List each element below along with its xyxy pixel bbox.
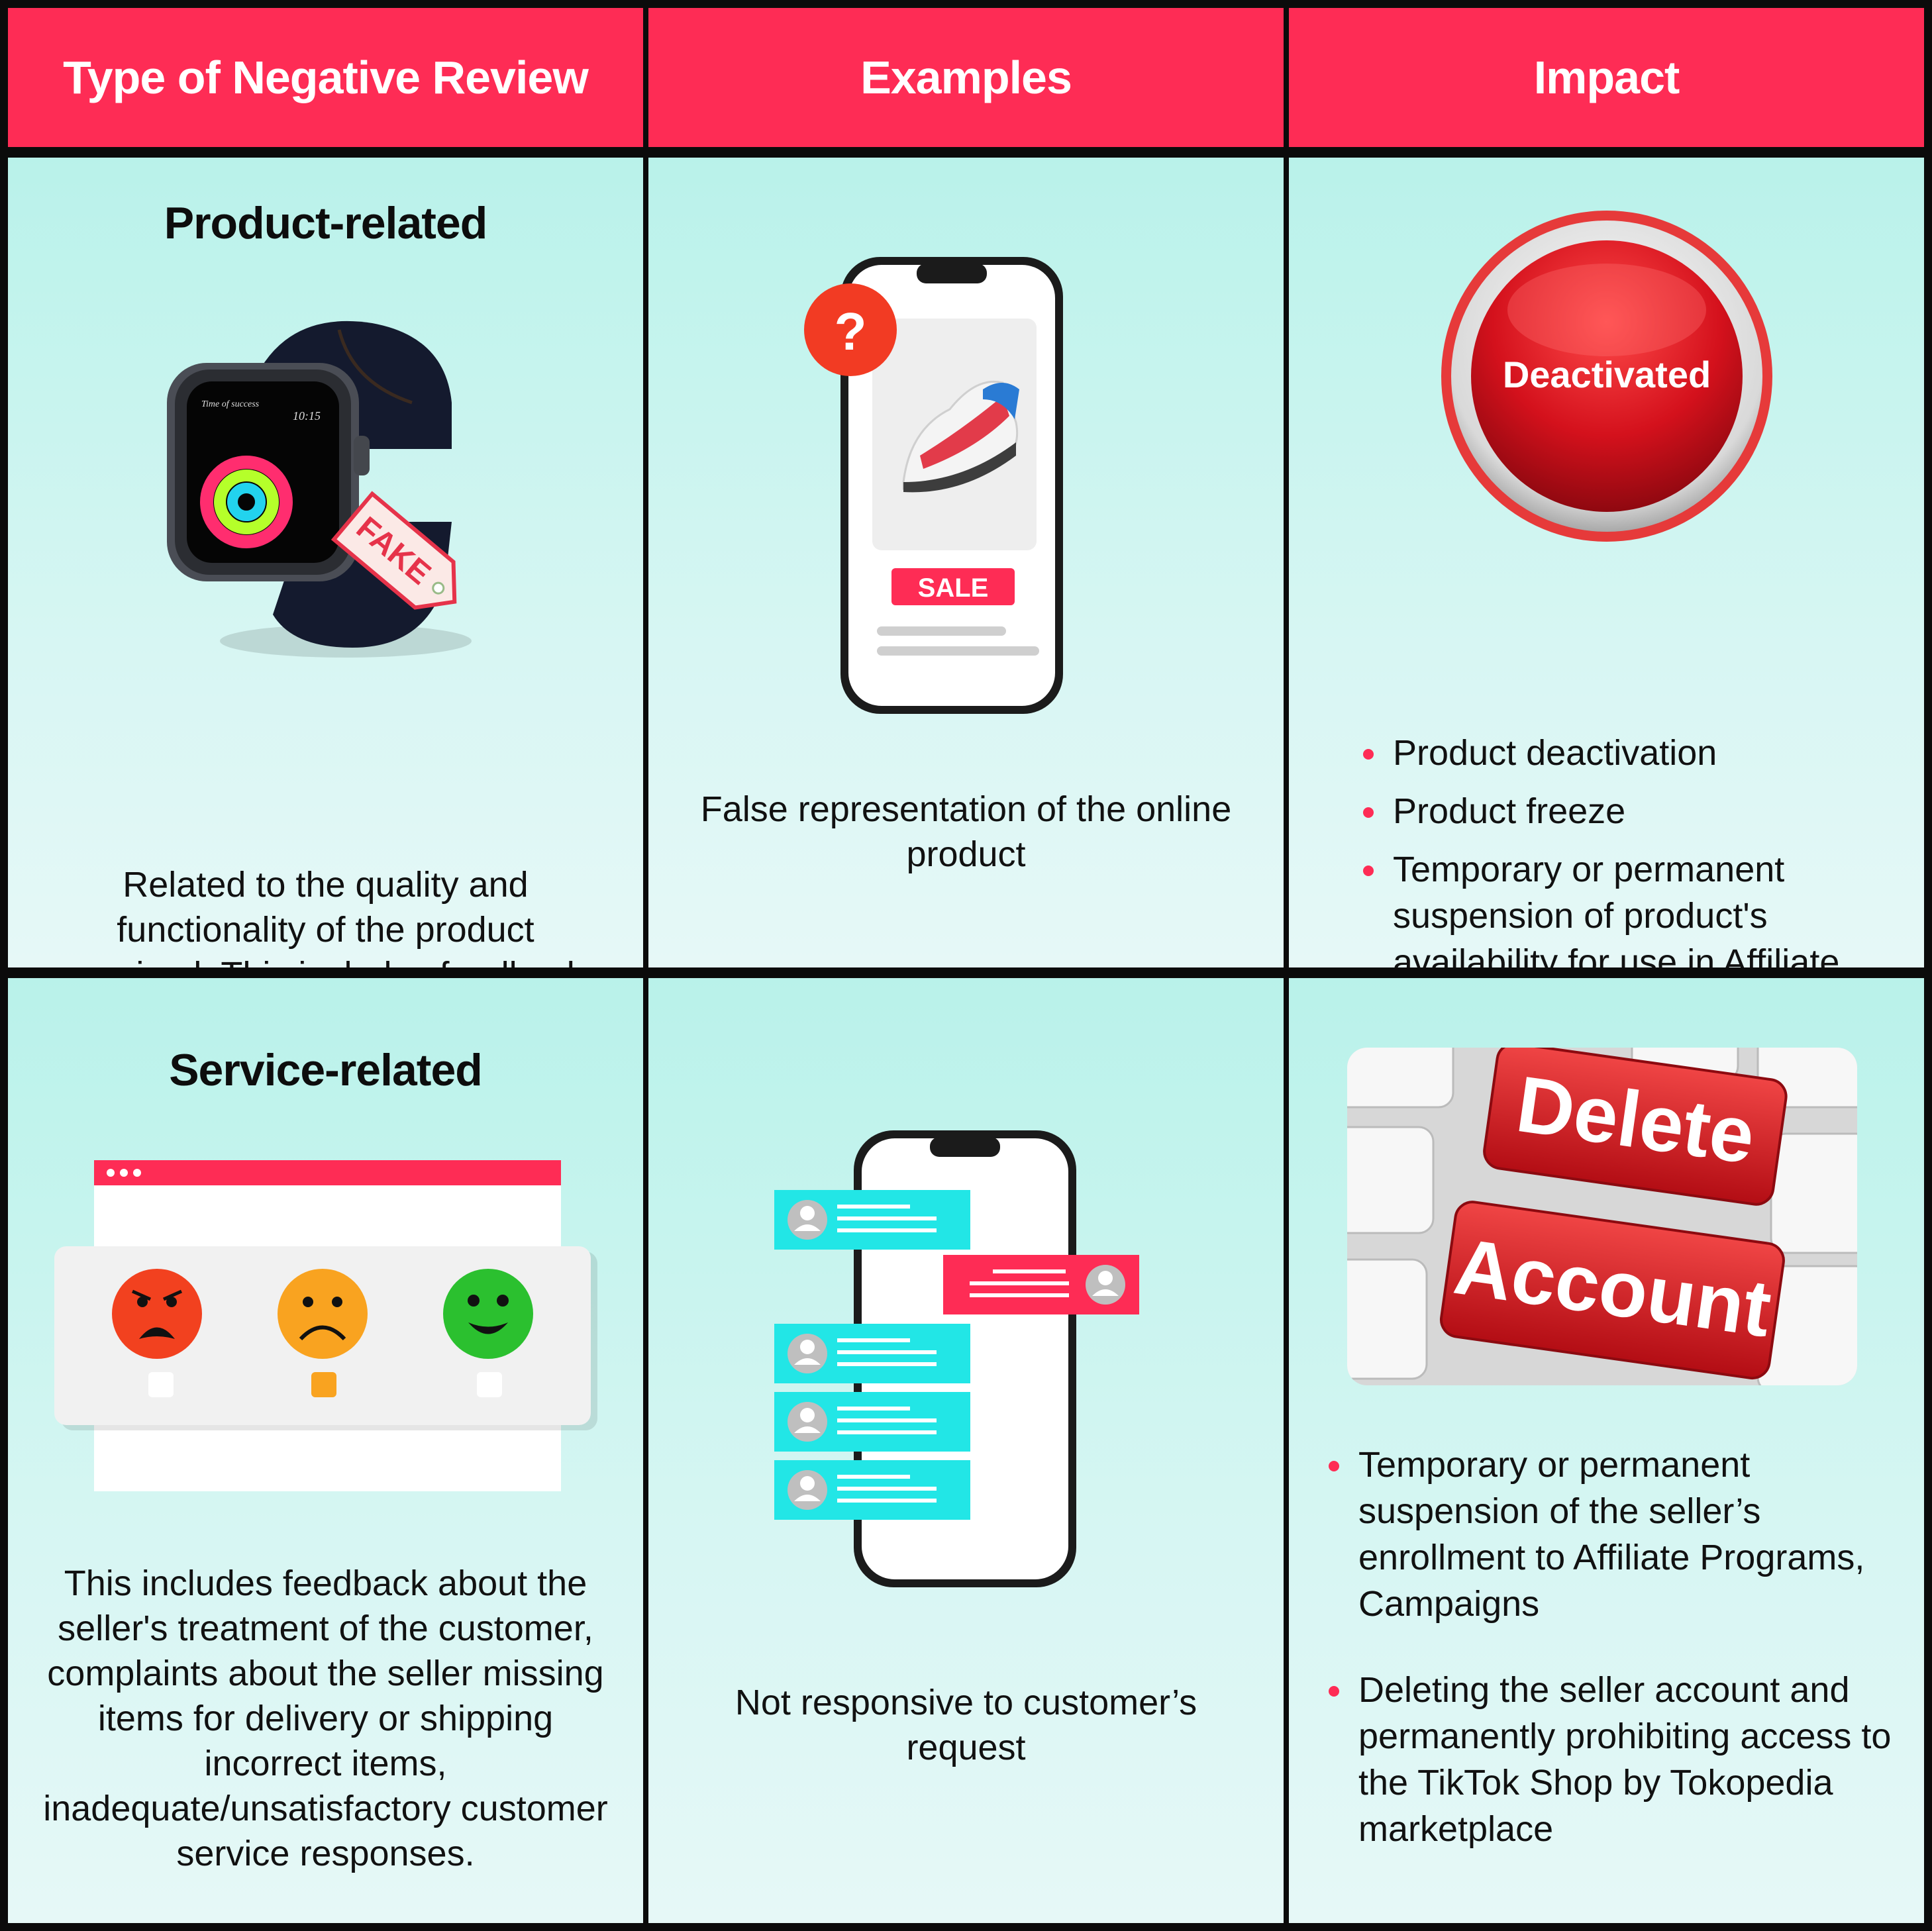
header-examples: Examples <box>648 8 1284 147</box>
product-example-cell: SALE ? False representation of the onlin… <box>648 158 1284 967</box>
chat-bubble-incoming <box>774 1460 970 1520</box>
header-impact: Impact <box>1289 8 1924 147</box>
chat-bubble-outgoing <box>943 1255 1139 1314</box>
deactivated-button-icon: Deactivated <box>1441 211 1772 542</box>
sale-label: SALE <box>918 573 989 603</box>
product-related-description: Related to the quality and functionality… <box>66 865 584 967</box>
service-impact-cell: Delete Account Temporary or permanent su… <box>1289 978 1924 1923</box>
service-example-cell: Not responsive to customer’s request <box>648 978 1284 1923</box>
watch-screen-label: Time of success <box>201 399 260 409</box>
product-impact-list: Product deactivation Product freeze Temp… <box>1363 730 1898 967</box>
delete-account-keyboard-icon: Delete Account <box>1347 1048 1857 1385</box>
sale-phone-icon: SALE ? <box>804 257 1063 714</box>
service-impact-item: Temporary or permanent suspension of the… <box>1329 1442 1904 1627</box>
service-example-text: Not responsive to customer’s request <box>735 1683 1197 1767</box>
review-table: Type of Negative Review Examples Impact … <box>8 8 1924 1923</box>
chat-bubble-incoming <box>774 1392 970 1452</box>
service-type-cell: Service-related <box>8 978 643 1923</box>
product-impact-cell: Deactivated Product deactivation Product… <box>1289 158 1924 967</box>
bullet-dot-icon <box>1329 1461 1339 1471</box>
product-type-cell: Product-related Time of success 10:15 <box>8 158 643 967</box>
product-impact-item: Product freeze <box>1363 788 1898 834</box>
watch-time: 10:15 <box>293 409 321 422</box>
bullet-dot-icon <box>1329 1686 1339 1697</box>
chat-bubble-incoming <box>774 1190 970 1250</box>
deactivated-label: Deactivated <box>1503 354 1711 395</box>
fake-watch-icon: Time of success 10:15 FAKE <box>167 321 472 658</box>
product-impact-item: Temporary or permanent suspension of pro… <box>1363 846 1898 967</box>
service-related-title: Service-related <box>169 1045 483 1095</box>
product-impact-item: Product deactivation <box>1363 730 1898 776</box>
service-related-description: This includes feedback about the seller'… <box>43 1563 608 1873</box>
service-impact-list: Temporary or permanent suspension of the… <box>1329 1442 1904 1864</box>
service-impact-item: Deleting the seller account and permanen… <box>1329 1667 1904 1852</box>
rating-window-icon <box>54 1160 597 1491</box>
chat-bubble-incoming <box>774 1324 970 1383</box>
header-type: Type of Negative Review <box>8 8 643 147</box>
bullet-dot-icon <box>1363 807 1374 818</box>
product-example-text: False representation of the online produ… <box>700 789 1232 874</box>
bullet-dot-icon <box>1363 749 1374 760</box>
product-related-title: Product-related <box>164 198 488 248</box>
chat-phone-icon <box>774 1130 1139 1587</box>
bullet-dot-icon <box>1363 866 1374 876</box>
question-badge-icon: ? <box>835 302 867 361</box>
